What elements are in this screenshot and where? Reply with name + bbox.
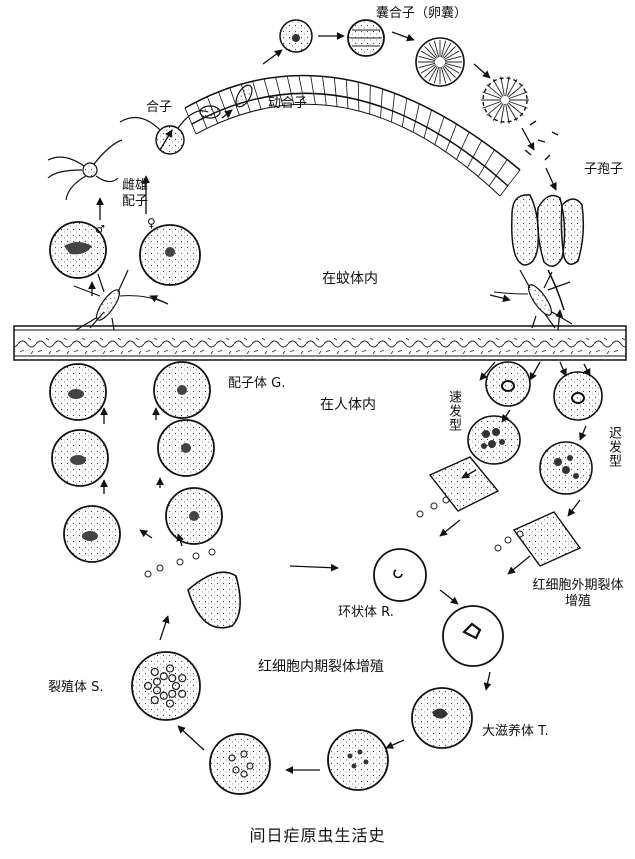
oocyst-stages <box>279 19 559 161</box>
region-label-human: 在人体内 <box>320 397 376 413</box>
ruptured-schizont <box>144 548 241 629</box>
gametocyte-nucleus <box>181 443 191 453</box>
salivary-gland <box>511 194 585 311</box>
oocyst-rupturing <box>481 76 529 124</box>
oocyst-middle <box>347 19 385 57</box>
label-zygote: 合子 <box>146 100 173 115</box>
label-ring-form: 环状体 R. <box>338 605 394 620</box>
gametocyte-nucleus <box>68 389 84 399</box>
ring-form <box>373 548 427 602</box>
large-trophozoite <box>411 687 473 749</box>
midgut-wall <box>184 74 521 197</box>
label-gametes: 雌雄配子 <box>122 178 149 209</box>
skin-band <box>13 325 627 361</box>
label-gametocyte: 配子体 G. <box>228 376 286 391</box>
label-ookinete: 动合子 <box>268 96 308 111</box>
gametocyte-nucleus <box>177 385 187 395</box>
label-tachyzoite: 速发型 <box>446 390 461 432</box>
gametocyte-nucleus <box>82 531 98 541</box>
merozoites-liver <box>416 496 524 552</box>
label-bradyzoite: 迟发型 <box>606 426 621 468</box>
gametocyte-female-mosquito <box>139 224 201 286</box>
label-oocyst: 囊合子（卵囊） <box>376 6 468 21</box>
label-trophozoite: 大滋养体 T. <box>482 724 549 739</box>
schizont-early <box>327 729 389 791</box>
gametocyte-male-mosquito <box>49 221 107 279</box>
label-schizont: 裂殖体 S. <box>48 680 104 695</box>
region-label-mosquito: 在蚊体内 <box>322 271 378 287</box>
exo-erythrocytic-stages <box>428 361 603 567</box>
mosquito-right <box>493 269 573 329</box>
oocyst-mature <box>415 37 465 87</box>
mosquito-left <box>73 269 165 331</box>
gametocyte-nucleus <box>189 511 199 521</box>
label-sporozoite: 子孢子 <box>584 162 624 177</box>
symbol-female: ♀ <box>147 216 156 230</box>
mature-schizont <box>131 651 201 721</box>
gametocyte-nucleus <box>70 455 86 465</box>
symbol-male: ♂ <box>95 223 105 236</box>
figure-caption: 间日疟原虫生活史 <box>249 826 386 845</box>
label-exo-schizogony: 红细胞外期裂体增殖 <box>532 578 624 609</box>
released-sporozoites <box>524 120 559 161</box>
schizont-dividing <box>209 733 271 795</box>
label-intra-schizogony: 红细胞内期裂体增殖 <box>258 659 384 675</box>
gametocyte-column-left <box>49 363 121 563</box>
cycle-arrows <box>88 31 591 774</box>
ookinete <box>199 84 253 119</box>
young-trophozoite <box>442 605 504 667</box>
gametocyte-column-right <box>153 361 223 545</box>
oocyst-early <box>279 19 313 53</box>
